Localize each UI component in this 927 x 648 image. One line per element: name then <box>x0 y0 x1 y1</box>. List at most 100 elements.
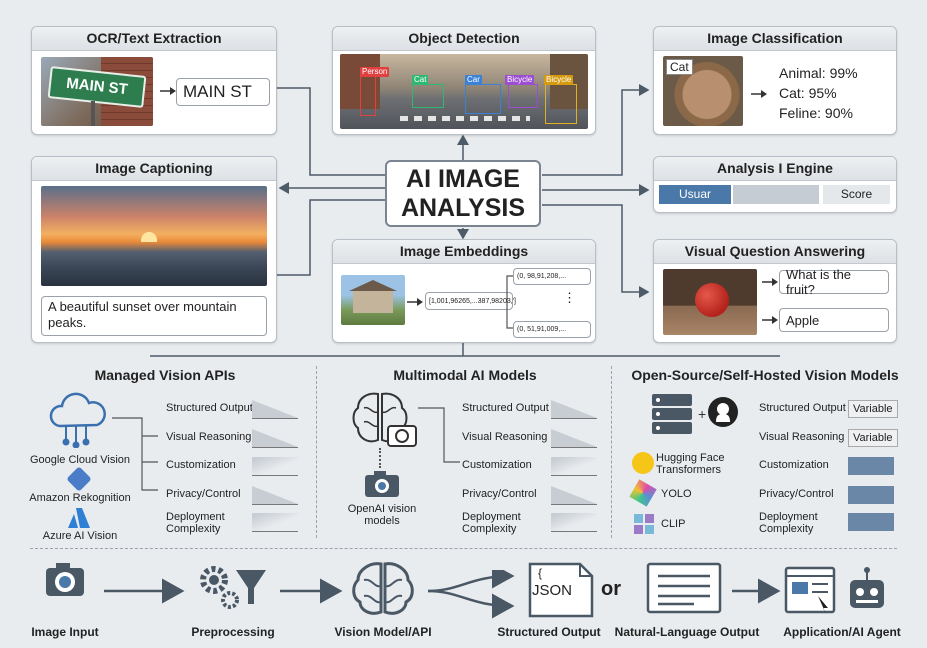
json-label: JSON <box>532 582 573 599</box>
comparison-sparkline <box>551 400 597 419</box>
application-agent-icon <box>784 566 884 614</box>
svg-text:+: + <box>698 406 706 422</box>
flow-step-natural-language: Natural-Language Output <box>614 625 760 639</box>
azure-ai-vision-label: Azure AI Vision <box>42 530 118 542</box>
comparison-sparkline <box>252 486 298 505</box>
clip-label: CLIP <box>661 518 686 530</box>
connector-lines <box>150 84 780 357</box>
sunset-photo <box>41 186 267 286</box>
flow-divider <box>30 548 897 549</box>
ai-image-analysis-title: AI IMAGE ANALYSIS <box>385 160 541 227</box>
managed-bracket-lines <box>112 417 158 491</box>
multimodal-heading: Multimodal AI Models <box>393 367 537 383</box>
vqa-panel: Visual Question Answering What is the fr… <box>653 239 897 343</box>
caption-text: A beautiful sunset over mountain peaks. <box>41 296 267 336</box>
comparison-sparkline <box>551 486 597 505</box>
comparison-row-label: Visual Reasoning <box>759 431 845 443</box>
vqa-question-arrow-icon <box>762 278 778 286</box>
vqa-title: Visual Question Answering <box>654 240 896 264</box>
center-line-1: AI IMAGE <box>406 165 520 193</box>
engine-title: Analysis I Engine <box>654 157 896 181</box>
yolo-icon <box>629 479 657 507</box>
detection-label-car: Car <box>465 75 482 85</box>
comparison-variable-box: Variable <box>848 429 898 447</box>
natural-language-doc-icon <box>646 562 722 614</box>
azure-icon <box>68 508 90 528</box>
vqa-question: What is the fruit? <box>779 267 889 297</box>
comparison-row-label: Visual Reasoning <box>166 431 252 443</box>
cloud-icon <box>49 392 106 448</box>
column-divider <box>611 366 612 538</box>
cat-photo-tag: Cat <box>666 59 693 75</box>
comparison-sparkline <box>252 429 298 448</box>
house-photo <box>341 275 405 325</box>
captioning-title: Image Captioning <box>32 157 276 181</box>
or-label: or <box>601 578 621 600</box>
comparison-bar <box>848 513 894 531</box>
yolo-label: YOLO <box>661 488 692 500</box>
classification-results: Animal: 99% Cat: 95% Feline: 90% <box>779 63 858 123</box>
detection-label-bicycle-1: Bicycle <box>505 75 535 85</box>
flow-step-vision-model: Vision Model/API <box>334 625 432 639</box>
multimodal-dotted-link <box>379 448 381 468</box>
preprocessing-gears-icon <box>200 566 266 609</box>
embedding-ellipsis: ⋮ <box>563 290 576 305</box>
detection-label-person: Person <box>360 67 390 77</box>
server-github-icon: + <box>652 394 738 434</box>
analysis-engine-panel: Analysis I Engine Usuar Score <box>653 156 897 213</box>
camera-icon <box>365 471 399 497</box>
multimodal-bracket-lines <box>418 407 460 463</box>
google-cloud-vision-label: Google Cloud Vision <box>29 454 131 466</box>
comparison-row-label: Privacy/Control <box>759 488 834 500</box>
embeddings-title: Image Embeddings <box>333 240 595 264</box>
comparison-row-label: Deployment Complexity <box>462 511 521 535</box>
ocr-output: MAIN ST <box>176 78 270 106</box>
image-classification-panel: Image Classification Cat Animal: 99% Cat… <box>653 26 897 135</box>
comparison-sparkline <box>252 457 298 476</box>
comparison-row-label: Structured Output <box>166 402 253 414</box>
comparison-sparkline <box>551 513 597 532</box>
engine-bar-middle <box>733 185 819 204</box>
comparison-sparkline <box>252 513 298 532</box>
classification-arrow-icon <box>751 90 767 98</box>
detection-label-bicycle-2: Bicycle <box>544 75 574 85</box>
comparison-row-label: Privacy/Control <box>462 488 537 500</box>
cat-photo: Cat <box>663 56 743 126</box>
brain-camera-icon <box>352 392 417 447</box>
embedding-vector: [1,001,96265,...387,98203,'] <box>425 292 516 310</box>
flow-step-structured-output: Structured Output <box>497 625 601 639</box>
comparison-bar <box>848 486 894 504</box>
comparison-sparkline <box>551 429 597 448</box>
engine-bar-right: Score <box>823 185 890 204</box>
comparison-sparkline <box>252 400 298 419</box>
classification-title: Image Classification <box>654 27 896 51</box>
street-scene-photo: Person Cat Car Bicycle Bicycle <box>340 54 588 129</box>
openai-vision-label: OpenAI vision models <box>347 503 417 527</box>
flow-step-image-input: Image Input <box>31 625 99 639</box>
flow-step-application-agent: Application/AI Agent <box>783 625 901 639</box>
clip-icon <box>634 514 654 534</box>
classification-result: Feline: 90% <box>779 105 853 121</box>
embeddings-arrow-icon <box>407 298 423 306</box>
managed-apis-heading: Managed Vision APIs <box>94 367 236 383</box>
comparison-row-label: Deployment Complexity <box>759 511 818 535</box>
comparison-row-label: Structured Output <box>759 402 846 414</box>
image-captioning-panel: Image Captioning A beautiful sunset over… <box>31 156 277 343</box>
embedding-top-vector: (0, 98,91,208,... <box>513 268 591 285</box>
engine-bar-left: Usuar <box>659 185 731 204</box>
comparison-row-label: Customization <box>759 459 829 471</box>
classification-result: Cat: 95% <box>779 85 837 101</box>
hugging-face-icon <box>632 452 654 474</box>
comparison-row-label: Visual Reasoning <box>462 431 548 443</box>
json-document-icon <box>528 562 594 618</box>
comparison-row-label: Privacy/Control <box>166 488 241 500</box>
center-line-2: ANALYSIS <box>400 194 526 222</box>
classification-result: Animal: 99% <box>779 65 858 81</box>
vqa-answer: Apple <box>779 308 889 332</box>
ocr-panel: OCR/Text Extraction MAIN ST MAIN ST <box>31 26 277 135</box>
detection-title: Object Detection <box>333 27 595 51</box>
street-sign-photo: MAIN ST <box>41 57 153 126</box>
json-brace: { <box>538 566 543 580</box>
comparison-variable-box: Variable <box>848 400 898 418</box>
ocr-arrow-icon <box>160 87 176 95</box>
